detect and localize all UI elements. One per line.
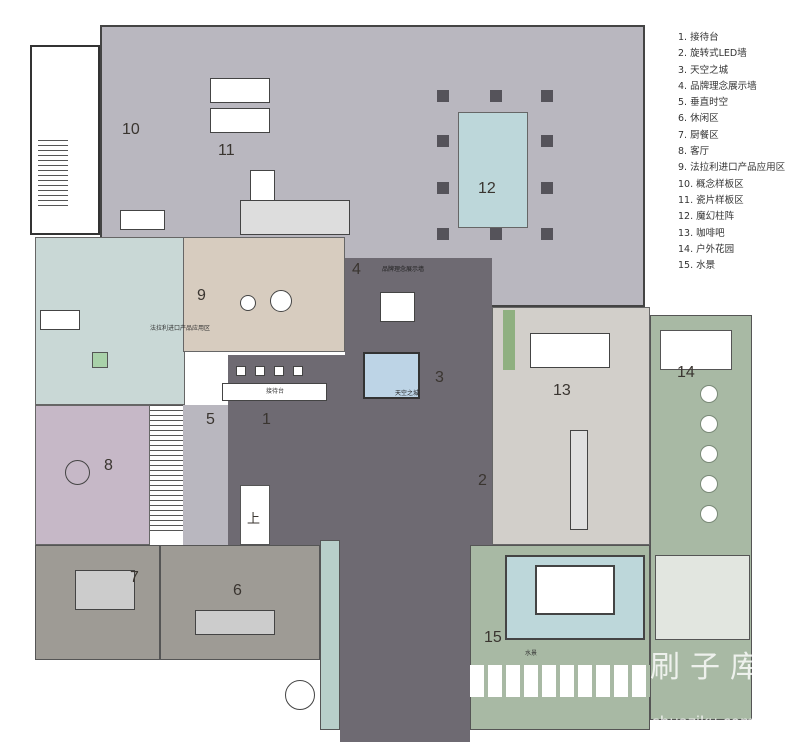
- legend-item: 4. 品牌理念展示墙: [678, 80, 757, 92]
- long-table: [570, 430, 588, 530]
- legend-item: 9. 法拉利进口产品应用区: [678, 162, 786, 174]
- pillar: [490, 90, 502, 102]
- legend-item: 12. 魔幻柱阵: [678, 211, 735, 223]
- room-number-2: 2: [478, 472, 487, 489]
- brand-display: [380, 292, 415, 322]
- room-label-brand-wall: 品牌理念展示墙: [382, 266, 425, 273]
- pillar: [541, 182, 553, 194]
- room-number-5: 5: [206, 411, 215, 428]
- legend-item: 11. 瓷片样板区: [678, 194, 744, 206]
- furniture: [40, 310, 80, 330]
- pillar: [541, 90, 553, 102]
- room-number-13: 13: [553, 382, 571, 399]
- stepping-stone: [700, 475, 718, 493]
- watermark-text: 刷子库: [650, 650, 770, 685]
- stepping-stone: [700, 445, 718, 463]
- dining-table: [75, 570, 135, 610]
- watermark-url: shuaziku.com: [652, 713, 755, 731]
- room-number-7: 7: [130, 569, 139, 586]
- pillar: [437, 135, 449, 147]
- ferrari-zone: [183, 237, 345, 352]
- stepping-stone: [700, 505, 718, 523]
- room-label-sky-city: 天空之城: [395, 390, 420, 397]
- floor-plan: 1 2 3 4 5 6 7 8 9 10 11 12 13 14 15 接待台 …: [30, 25, 752, 742]
- stepping-stone: [700, 385, 718, 403]
- bar-counter: [530, 333, 610, 368]
- room-number-12: 12: [478, 180, 496, 197]
- entrance-corridor: [340, 545, 470, 742]
- room-number-15: 15: [484, 629, 502, 646]
- outdoor-garden-seat: [660, 330, 732, 370]
- side-pool: [320, 540, 340, 730]
- lounge-zone: [160, 545, 320, 660]
- legend-item: 3. 天空之城: [678, 64, 729, 76]
- led-wall: [503, 310, 515, 370]
- room-number-3: 3: [435, 369, 444, 386]
- room-number-14: 14: [677, 364, 695, 381]
- furniture: [210, 78, 270, 103]
- room-number-4: 4: [352, 261, 361, 278]
- legend-item: 7. 厨餐区: [678, 129, 719, 141]
- pillar: [490, 228, 502, 240]
- legend-item: 8. 客厅: [678, 146, 710, 158]
- legend-item: 15. 水景: [678, 260, 716, 272]
- legend-item: 13. 咖啡吧: [678, 227, 725, 239]
- outdoor-dining: [655, 555, 750, 640]
- magic-pillar-zone: [458, 112, 528, 228]
- room-number-6: 6: [233, 582, 242, 599]
- stair-landing: [240, 485, 270, 545]
- main-staircase: [150, 405, 183, 535]
- pillar: [437, 182, 449, 194]
- stool: [236, 366, 246, 376]
- room-label-reception: 接待台: [266, 388, 285, 395]
- room-number-11: 11: [218, 142, 235, 159]
- room-number-10: 10: [122, 121, 140, 138]
- legend-item: 1. 接待台: [678, 32, 719, 43]
- reception-desk: [222, 383, 327, 401]
- sofa: [195, 610, 275, 635]
- pool-platform: [535, 565, 615, 615]
- stepping-stone: [700, 415, 718, 433]
- stool: [293, 366, 303, 376]
- planter: [92, 352, 108, 368]
- legend-item: 2. 旋转式LED墙: [678, 48, 747, 60]
- planter: [285, 680, 315, 710]
- room-number-9: 9: [197, 287, 206, 304]
- living-room: [35, 405, 150, 545]
- legend-item: 5. 垂直时空: [678, 97, 729, 109]
- staircase: [38, 140, 68, 210]
- legend-item: 10. 概念样板区: [678, 178, 744, 190]
- legend: 1. 接待台 2. 旋转式LED墙 3. 天空之城 4. 品牌理念展示墙 5. …: [678, 30, 785, 274]
- pillar: [541, 135, 553, 147]
- round-table: [240, 295, 256, 311]
- pillar: [437, 90, 449, 102]
- furniture: [120, 210, 165, 230]
- vertical-space-zone: [183, 405, 228, 545]
- stairs-up-label: 上: [247, 511, 261, 526]
- pillar: [437, 228, 449, 240]
- round-table: [270, 290, 292, 312]
- stool: [274, 366, 284, 376]
- legend-item: 6. 休闲区: [678, 113, 719, 125]
- furniture: [240, 200, 350, 235]
- room-number-1: 1: [262, 411, 271, 428]
- paving: [470, 665, 650, 697]
- stool: [255, 366, 265, 376]
- room-label-water: 水景: [525, 650, 538, 657]
- coffee-table: [65, 460, 90, 485]
- room-label-ferrari: 法拉利进口产品应用区: [150, 325, 211, 332]
- sky-city-installation: [363, 352, 420, 399]
- pillar: [541, 228, 553, 240]
- legend-item: 14. 户外花园: [678, 243, 735, 255]
- room-number-8: 8: [104, 457, 113, 474]
- furniture: [210, 108, 270, 133]
